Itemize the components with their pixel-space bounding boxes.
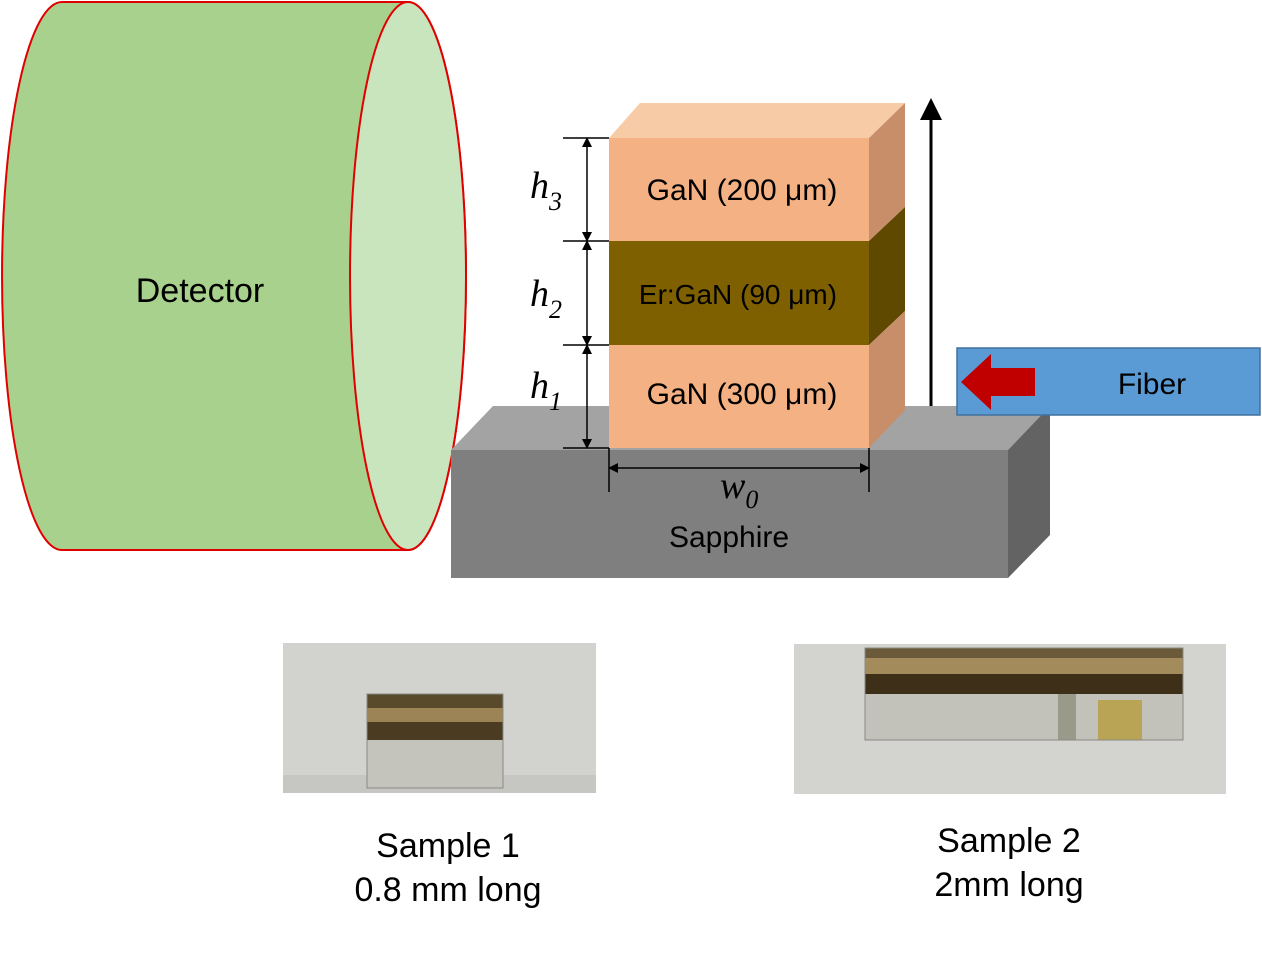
gan-bottom-layer xyxy=(609,345,869,448)
gan-top-side xyxy=(869,103,905,241)
ergan-side xyxy=(869,207,905,345)
detector-label: Detector xyxy=(136,272,265,310)
vertical-arrow-head xyxy=(920,98,942,120)
ergan-layer xyxy=(609,241,869,345)
sample-1-caption-line2: 0.8 mm long xyxy=(354,871,541,909)
w0-label: w0 xyxy=(720,465,758,514)
ergan-label: Er:GaN (90 μm) xyxy=(639,279,837,310)
sample-2-caption-line2: 2mm long xyxy=(934,866,1083,904)
detector: Detector xyxy=(1,0,467,551)
sapphire-label: Sapphire xyxy=(669,521,789,554)
h1-label: h1 xyxy=(530,365,562,416)
stack-top-face xyxy=(609,103,905,138)
height-dimensions xyxy=(563,137,609,449)
sample-1-photo xyxy=(283,643,596,793)
sample-2-caption-line1: Sample 2 xyxy=(937,822,1081,860)
gan-top-layer xyxy=(609,138,869,241)
h3-label: h3 xyxy=(530,165,562,216)
sample-1-caption-line1: Sample 1 xyxy=(376,827,520,865)
gan-bottom-label: GaN (300 μm) xyxy=(647,378,838,411)
fiber-label: Fiber xyxy=(1118,368,1186,401)
gan-top-label: GaN (200 μm) xyxy=(647,174,838,207)
sapphire-side-face xyxy=(1008,406,1050,578)
gan-bottom-side xyxy=(869,311,905,448)
width-dimension xyxy=(608,448,870,492)
layer-stack: GaN (200 μm) Er:GaN (90 μm) GaN (300 μm) xyxy=(609,103,905,448)
sample-2-photo xyxy=(794,644,1226,794)
fiber-red-arrow xyxy=(961,354,1035,410)
fiber: Fiber xyxy=(956,347,1261,416)
h2-label: h2 xyxy=(530,273,562,324)
sapphire-substrate: Sapphire xyxy=(451,406,1050,578)
detector-face xyxy=(349,1,467,551)
